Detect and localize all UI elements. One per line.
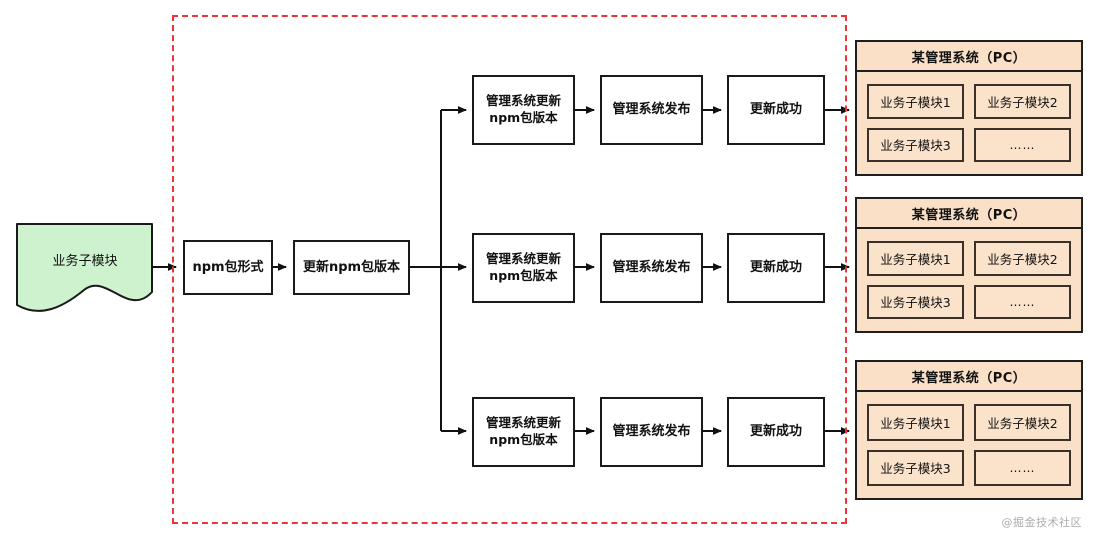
sub-module-item[interactable]: 业务子模块2	[974, 404, 1071, 441]
sub-module-item-more[interactable]: ……	[974, 449, 1071, 486]
step-sys-update-npm-3[interactable]: 管理系统更新 npm包版本	[472, 397, 575, 467]
sub-module-item[interactable]: 业务子模块3	[867, 449, 964, 486]
step-sys-update-npm-1[interactable]: 管理系统更新 npm包版本	[472, 75, 575, 145]
system-panel-2-title: 某管理系统（PC）	[857, 199, 1081, 229]
sub-module-item[interactable]: 业务子模块2	[974, 241, 1071, 276]
sub-module-item[interactable]: 业务子模块3	[867, 127, 964, 162]
step-sys-release-3[interactable]: 管理系统发布	[600, 397, 703, 467]
step-update-success-3[interactable]: 更新成功	[727, 397, 825, 467]
sub-module-item[interactable]: 业务子模块1	[867, 404, 964, 441]
step-update-success-2[interactable]: 更新成功	[727, 233, 825, 303]
sub-module-item-more[interactable]: ……	[974, 284, 1071, 319]
source-document-label: 业务子模块	[52, 254, 118, 269]
system-panel-3-modules: 业务子模块1 业务子模块2 业务子模块3 ……	[857, 392, 1081, 498]
sub-module-item-more[interactable]: ……	[974, 127, 1071, 162]
step-update-npm-version[interactable]: 更新npm包版本	[293, 240, 410, 295]
sub-module-item[interactable]: 业务子模块3	[867, 284, 964, 319]
watermark: @掘金技术社区	[1001, 516, 1082, 529]
system-panel-1-modules: 业务子模块1 业务子模块2 业务子模块3 ……	[857, 72, 1081, 174]
system-panel-2[interactable]: 某管理系统（PC） 业务子模块1 业务子模块2 业务子模块3 ……	[855, 197, 1083, 333]
npm-pipeline-boundary	[172, 15, 847, 524]
step-npm-form[interactable]: npm包形式	[183, 240, 273, 295]
step-sys-release-2[interactable]: 管理系统发布	[600, 233, 703, 303]
system-panel-2-modules: 业务子模块1 业务子模块2 业务子模块3 ……	[857, 229, 1081, 331]
system-panel-1[interactable]: 某管理系统（PC） 业务子模块1 业务子模块2 业务子模块3 ……	[855, 40, 1083, 176]
step-sys-update-npm-2[interactable]: 管理系统更新 npm包版本	[472, 233, 575, 303]
sub-module-item[interactable]: 业务子模块1	[867, 241, 964, 276]
system-panel-1-title: 某管理系统（PC）	[857, 42, 1081, 72]
step-update-success-1[interactable]: 更新成功	[727, 75, 825, 145]
system-panel-3[interactable]: 某管理系统（PC） 业务子模块1 业务子模块2 业务子模块3 ……	[855, 360, 1083, 500]
system-panel-3-title: 某管理系统（PC）	[857, 362, 1081, 392]
sub-module-item[interactable]: 业务子模块1	[867, 84, 964, 119]
sub-module-item[interactable]: 业务子模块2	[974, 84, 1071, 119]
step-sys-release-1[interactable]: 管理系统发布	[600, 75, 703, 145]
